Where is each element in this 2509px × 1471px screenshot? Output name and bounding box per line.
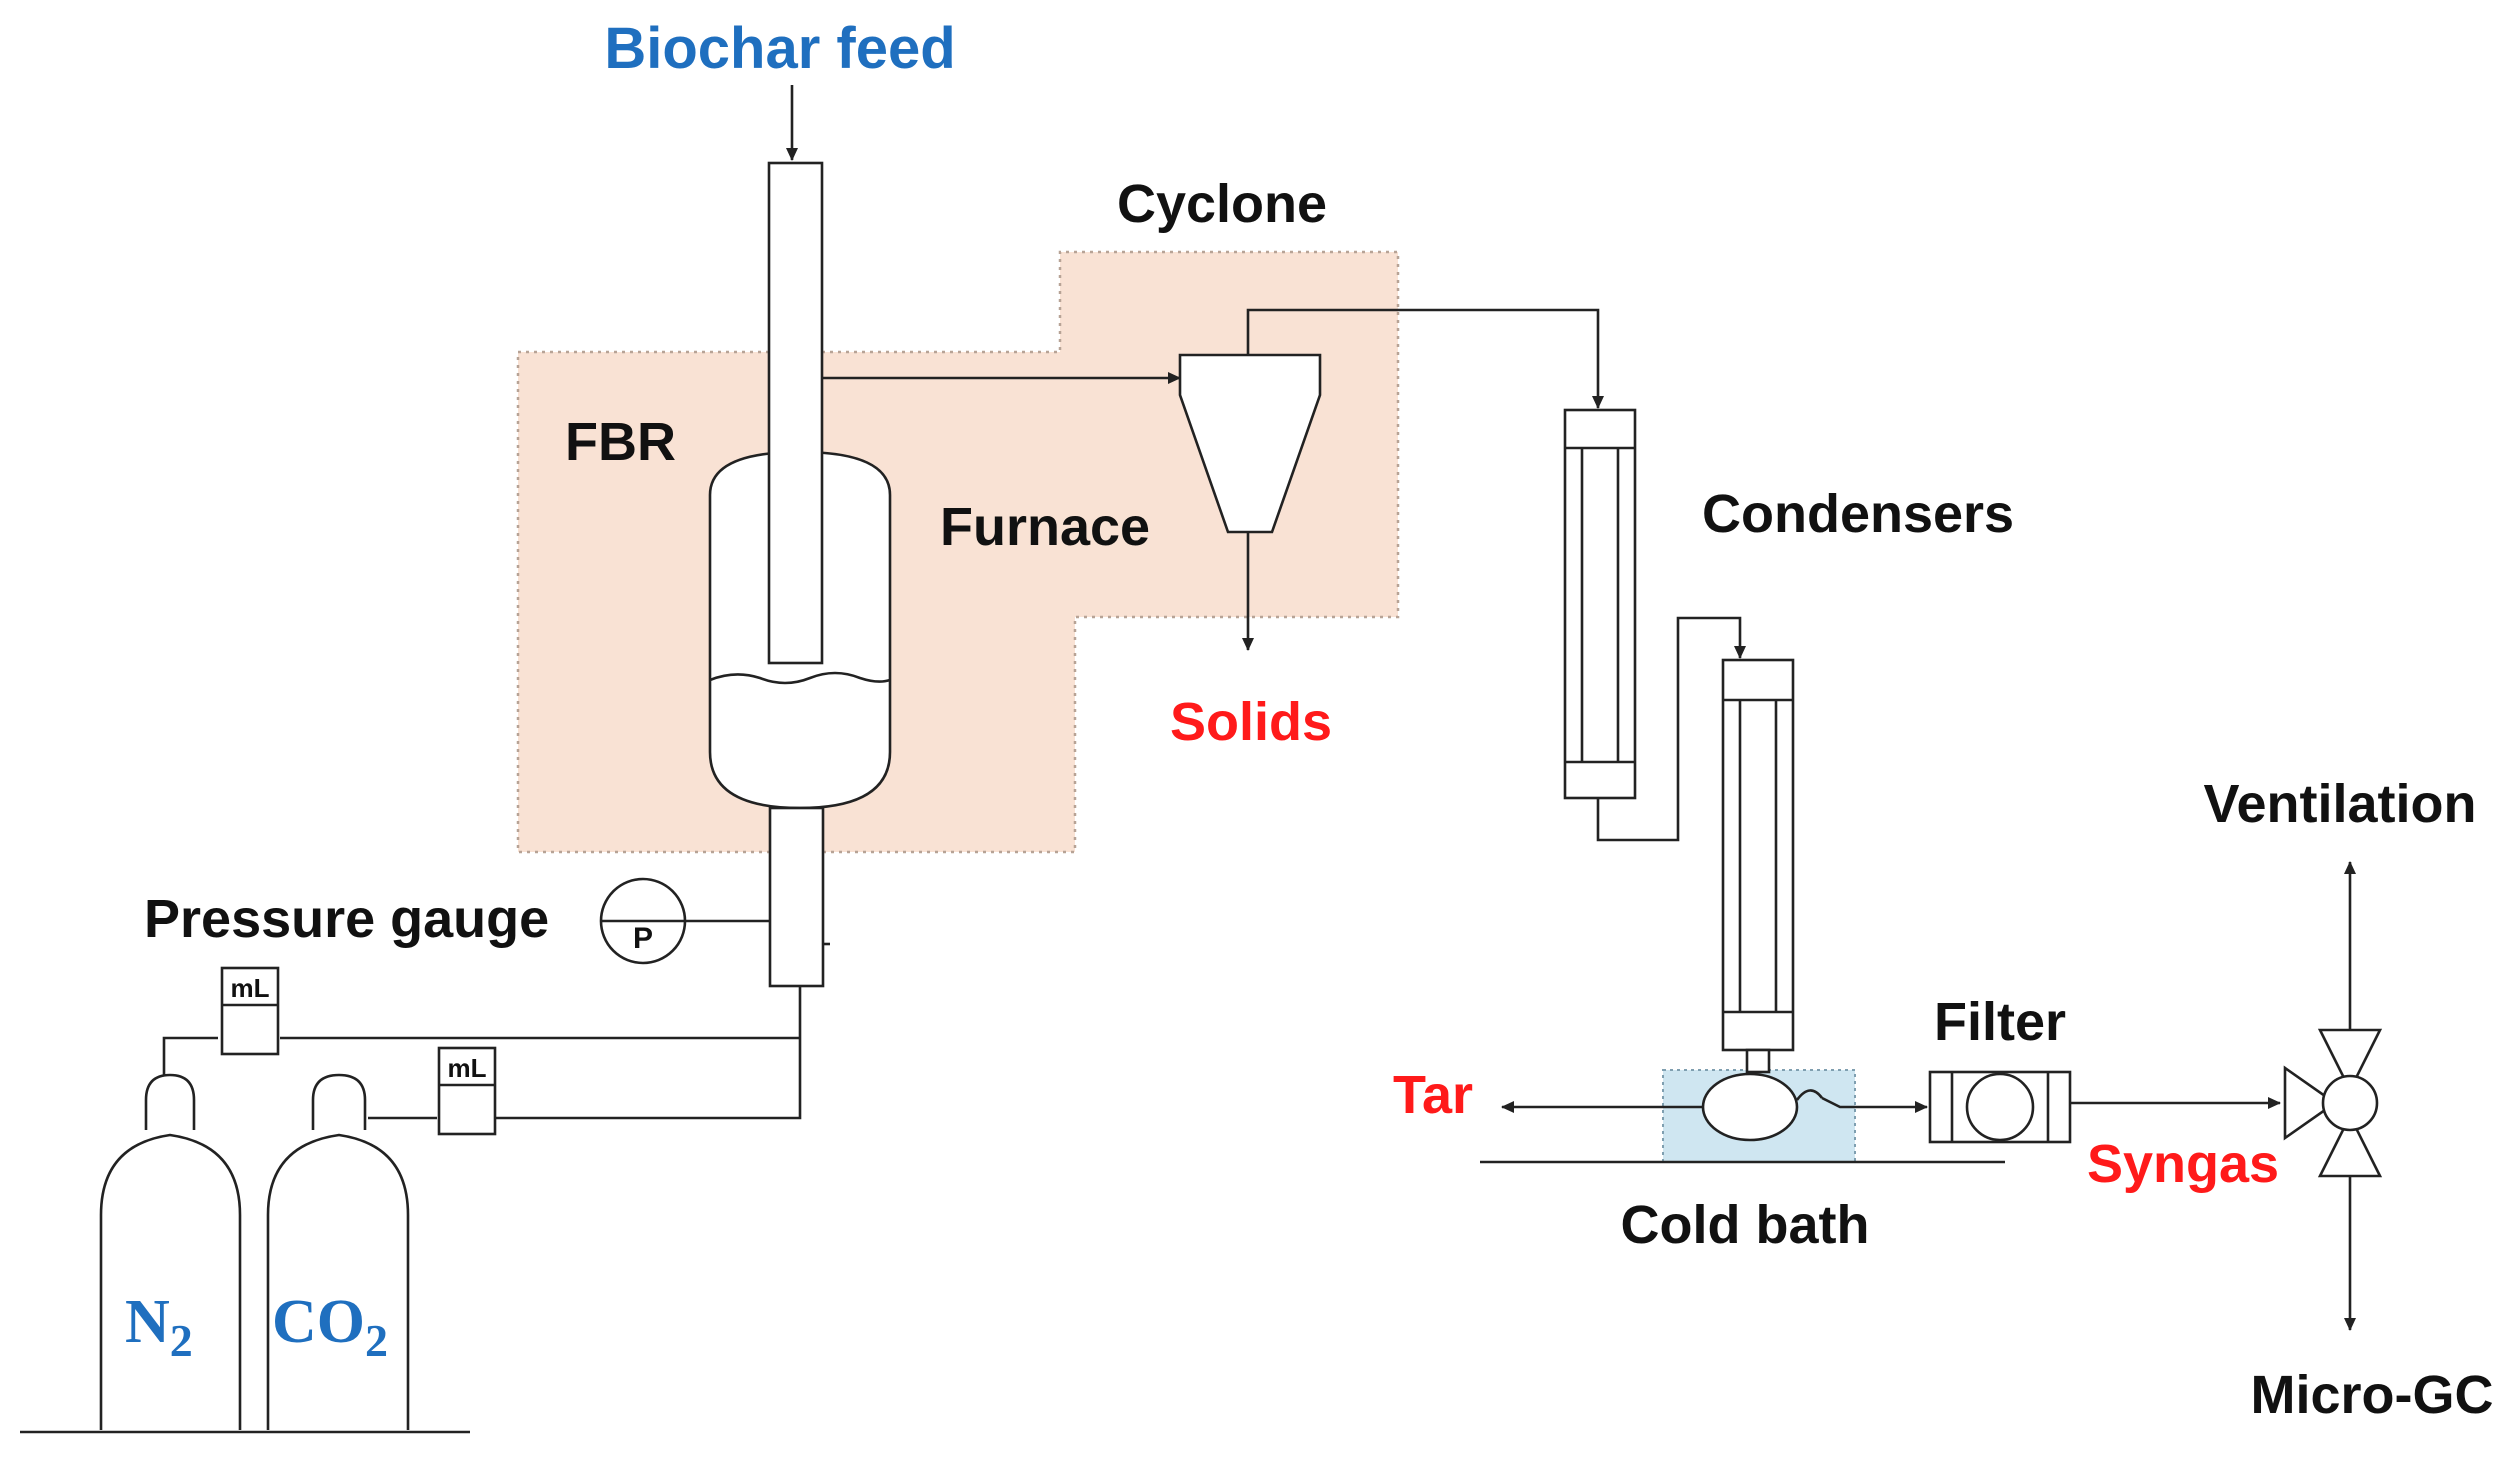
furnace-label: Furnace	[940, 497, 1150, 557]
filter	[1928, 1070, 2072, 1144]
pressure-gauge	[599, 877, 770, 965]
syngas-label: Syngas	[2087, 1134, 2279, 1194]
fbr-label: FBR	[565, 412, 676, 472]
micro-gc-label: Micro-GC	[2251, 1365, 2494, 1425]
tar-label: Tar	[1393, 1065, 1473, 1125]
solids-label: Solids	[1170, 692, 1332, 752]
co2-cylinder	[266, 1073, 410, 1430]
filter-label: Filter	[1934, 992, 2066, 1052]
cold-bath-label: Cold bath	[1621, 1195, 1870, 1255]
three-way-valve	[2283, 861, 2383, 1331]
cyclone-label: Cyclone	[1117, 174, 1327, 234]
n2-label: N2	[125, 1288, 193, 1366]
condenser-link-line	[1596, 616, 1746, 842]
n2-cylinder	[99, 1073, 242, 1430]
flowmeter-n2	[220, 966, 280, 1056]
cyclone	[1178, 308, 1604, 651]
gauge-symbol: P	[633, 922, 653, 955]
fbr-reactor	[708, 161, 892, 988]
gas-feed-lines	[162, 986, 802, 1120]
flowmeter-co2-label: mL	[448, 1053, 487, 1083]
pressure-gauge-label: Pressure gauge	[144, 889, 549, 949]
biochar-feed-label: Biochar feed	[604, 16, 955, 81]
flowmeter-co2	[437, 1046, 497, 1136]
condensers-label: Condensers	[1702, 484, 2014, 544]
co2-label: CO2	[272, 1288, 388, 1366]
condenser-1	[1563, 408, 1637, 800]
ventilation-label: Ventilation	[2203, 774, 2476, 834]
flowmeter-n2-label: mL	[231, 973, 270, 1003]
to-filter-line	[1821, 1096, 1928, 1113]
condenser-2	[1721, 658, 1795, 1074]
